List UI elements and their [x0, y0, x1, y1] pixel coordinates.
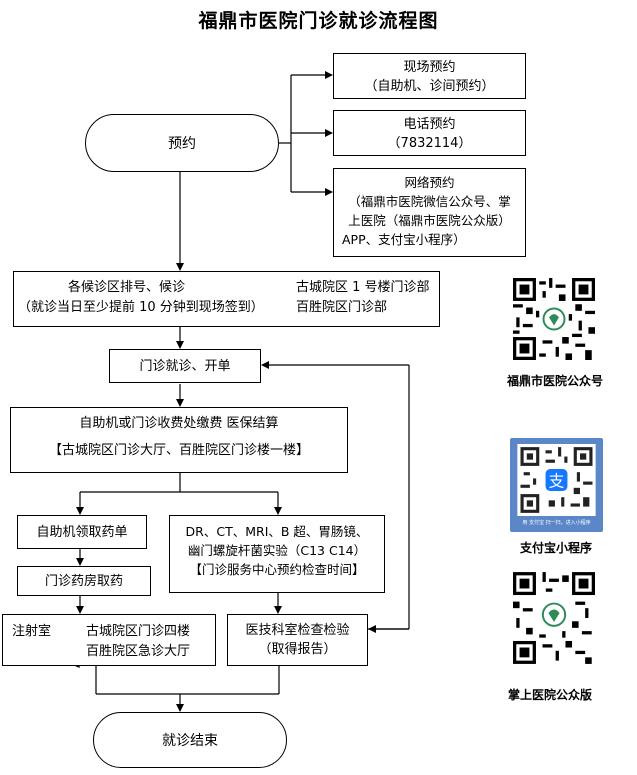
qr-label-alipay: 支付宝小程序 [520, 541, 593, 555]
onsite-appointment-box: 现场预约 （自助机、诊间预约） [333, 53, 526, 99]
prescription-box: 自助机领取药单 [17, 515, 147, 549]
page-title: 福鼎市医院门诊就诊流程图 [198, 10, 439, 32]
onsite-detail: （自助机、诊间预约） [364, 79, 495, 94]
injection-label: 注射室 [12, 624, 52, 639]
phone-title: 电话预约 [403, 117, 456, 132]
qr-code-alipay: 支 [517, 444, 596, 516]
qr-code-wechat [513, 278, 595, 360]
queue-note: （就诊当日至少提前 10 分钟到现场签到） [18, 300, 264, 315]
end-label: 就诊结束 [162, 733, 218, 749]
queue-campus-gucheng: 古城院区 1 号楼门诊部 [296, 280, 430, 295]
qr-label-wechat: 福鼎市医院公众号 [507, 374, 604, 388]
qr-alipay-caption: 用 支付宝 扫一扫，进入小程序 [522, 520, 591, 526]
appointment-node: 预约 [85, 114, 279, 172]
svg-text:支: 支 [549, 472, 565, 491]
lab-title: 医技科室检查检验 [245, 623, 350, 638]
online-appointment-box: 网络预约 （福鼎市医院微信公众号、掌 上医院（福鼎市医院公众版） APP、支付宝… [333, 168, 526, 257]
queue-box [13, 271, 440, 327]
exam-line-3: 【门诊服务中心预约检查时间】 [189, 562, 365, 577]
phone-number: （7832114） [387, 136, 472, 151]
consult-label: 门诊就诊、开单 [139, 359, 231, 374]
qr-label-mobile-hospital: 掌上医院公众版 [508, 688, 593, 702]
end-node: 就诊结束 [93, 712, 287, 768]
injection-box [2, 614, 216, 666]
online-title: 网络预约 [404, 175, 455, 190]
payment-location: 【古城院区门诊大厅、百胜院区门诊楼一楼】 [48, 443, 309, 458]
pharmacy-label: 门诊药房取药 [44, 574, 123, 589]
pharmacy-box: 门诊药房取药 [17, 566, 151, 596]
onsite-title: 现场预约 [403, 60, 456, 75]
queue-campus-baisheng: 百胜院区门诊部 [296, 300, 388, 315]
appointment-label: 预约 [168, 136, 196, 152]
exam-line-1: DR、CT、MRI、B 超、胃肠镜、 [185, 524, 369, 539]
payment-title: 自助机或门诊收费处缴费 医保结算 [79, 416, 279, 431]
online-detail-2: 上医院（福鼎市医院公众版） [348, 213, 511, 228]
exam-box: DR、CT、MRI、B 超、胃肠镜、 幽门螺旋杆菌实验（C13 C14） 【门诊… [169, 515, 385, 593]
phone-appointment-box: 电话预约 （7832114） [333, 110, 526, 156]
prescription-label: 自助机领取药单 [36, 525, 128, 540]
consult-box: 门诊就诊、开单 [109, 349, 261, 383]
injection-location-gucheng: 古城院区门诊四楼 [86, 624, 191, 639]
queue-title: 各候诊区排号、候诊 [68, 280, 186, 295]
online-detail-1: （福鼎市医院微信公众号、掌 [348, 194, 511, 209]
online-detail-3: APP、支付宝小程序） [342, 232, 466, 247]
exam-line-2: 幽门螺旋杆菌实验（C13 C14） [187, 543, 367, 558]
qr-code-mobile-hospital [513, 572, 595, 664]
injection-location-baisheng: 百胜院区急诊大厅 [86, 644, 191, 659]
qr-card-alipay: 支 用 支付宝 扫一扫，进入小程序 [510, 438, 603, 532]
payment-box: 自助机或门诊收费处缴费 医保结算 【古城院区门诊大厅、百胜院区门诊楼一楼】 [10, 407, 348, 473]
lab-box: 医技科室检查检验 （取得报告） [227, 614, 368, 666]
lab-note: （取得报告） [258, 642, 337, 657]
